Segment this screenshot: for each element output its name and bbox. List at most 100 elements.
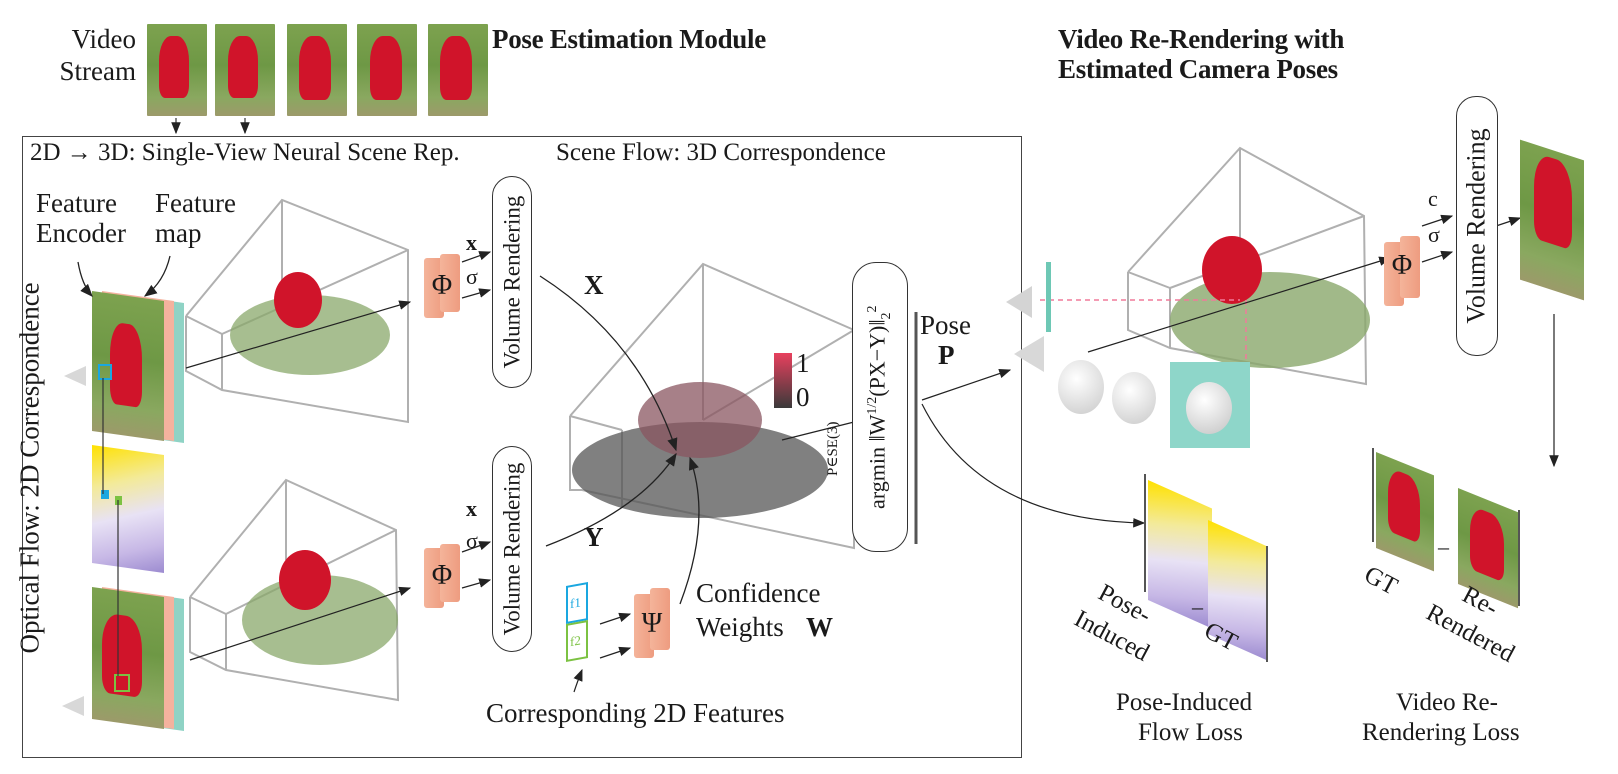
- camera-icon-2: [1014, 336, 1044, 372]
- frustum-rerender: [1127, 146, 1368, 386]
- feature-map-label-2: map: [155, 218, 202, 248]
- confidence-colorbar: [774, 353, 792, 408]
- mlp-psi: Ψ: [634, 588, 678, 660]
- colorbar-max: 1: [796, 348, 810, 378]
- output-sigma-right: σ: [1428, 222, 1440, 247]
- video-frame-5: [428, 24, 488, 116]
- scene-grass-bottom: [242, 575, 398, 665]
- feature-encoder-label-1: Feature: [36, 188, 117, 218]
- video-frame-2: [215, 24, 275, 116]
- psi-symbol: Ψ: [641, 608, 663, 639]
- point-Y-label: Y: [584, 522, 604, 552]
- scene-hydrant-bottom: [279, 550, 331, 610]
- rerender-title-2: Estimated Camera Poses: [1058, 54, 1338, 84]
- phi-symbol-right: Φ: [1391, 250, 1413, 281]
- arrow-sigma-bottom: [461, 578, 492, 589]
- image-plane-teal: [1046, 262, 1051, 332]
- video-frame-1: [147, 24, 207, 116]
- flow-loss-label-2: Flow Loss: [1138, 719, 1243, 746]
- render-stack-edge-2: [1518, 510, 1520, 606]
- flow-loss-label-1: Pose-Induced: [1116, 689, 1253, 716]
- flow-minus: –: [1192, 594, 1203, 619]
- camera-icon-4: [1112, 372, 1156, 424]
- feature-f1: f1: [566, 582, 588, 624]
- colorbar-min: 0: [796, 382, 810, 412]
- scene-grass-top: [230, 295, 390, 375]
- arrow-feature-encoder: [77, 261, 93, 297]
- patch-green-bottom: [114, 674, 130, 692]
- video-stream-label-2: Stream: [59, 56, 136, 86]
- flow-point-blue: [101, 490, 109, 499]
- arrow-feature-map: [143, 255, 171, 297]
- output-sigma-bottom: σ: [466, 528, 478, 553]
- video-stream-label-1: Video: [71, 24, 136, 54]
- render-stack-edge-1: [1372, 448, 1374, 542]
- ray-top: [185, 300, 412, 369]
- camera-teal-panel: [1170, 362, 1250, 448]
- camera-icon-5: [1186, 382, 1232, 434]
- render-loss-label-2: Rendering Loss: [1362, 719, 1520, 746]
- video-frame-3: [287, 24, 347, 116]
- ray-rerender: [1087, 256, 1392, 353]
- arrow-c: [1421, 214, 1454, 227]
- output-x-bottom: x: [466, 496, 477, 521]
- scene-flow-field: [572, 422, 828, 518]
- camera-icon-top: [64, 366, 86, 386]
- arrow-x-top: [461, 251, 492, 263]
- section-scene-flow-label: Scene Flow: 3D Correspondence: [556, 139, 886, 166]
- output-c: c: [1428, 186, 1438, 211]
- point-X-label: X: [584, 270, 604, 300]
- camera-icon-3: [1058, 360, 1104, 414]
- confidence-symbol-W: W: [806, 612, 833, 642]
- arrow-to-rendered: [1495, 216, 1522, 227]
- pose-objective-formula: argmin ‖W1/2(PX−Y)‖22: [864, 305, 895, 509]
- section-2d-to-3d-label: 2D → 3D: Single-View Neural Scene Rep.: [30, 139, 460, 166]
- scene-hydrant-top: [274, 272, 322, 328]
- pose-estimation-box: [22, 136, 1022, 758]
- pose-estimation-module-title: Pose Estimation Module: [492, 24, 766, 54]
- feature-map-label-1: Feature: [155, 188, 236, 218]
- arrow-f1-psi: [599, 612, 632, 625]
- confidence-label-1: Confidence: [696, 578, 821, 608]
- curve-W: [679, 456, 700, 605]
- arrow-sigma-right: [1421, 250, 1454, 263]
- pose-objective-box: argmin ‖W1/2(PX−Y)‖22: [852, 262, 908, 552]
- patch-blue-top: [98, 364, 112, 380]
- video-frame-4: [357, 24, 417, 116]
- volume-rendering-bottom: Volume Rendering: [492, 446, 532, 652]
- mlp-phi-bottom: Φ: [424, 544, 468, 610]
- render-minus: –: [1438, 534, 1449, 559]
- phi-symbol-top: Φ: [431, 270, 453, 301]
- rendered-image: [1520, 139, 1584, 301]
- pose-label-2: P: [938, 340, 955, 370]
- mlp-phi-top: Φ: [424, 254, 468, 320]
- volume-rendering-top: Volume Rendering: [492, 176, 532, 388]
- scene-grass-rerender: [1170, 272, 1370, 368]
- flow-stack-edge-2: [1266, 546, 1268, 662]
- camera-icon-bottom: [62, 696, 84, 716]
- volume-rendering-right: Volume Rendering: [1456, 96, 1498, 356]
- arrow-sigma-top: [461, 288, 492, 299]
- confidence-label-2: Weights: [696, 612, 784, 642]
- mlp-phi-right: Φ: [1384, 236, 1428, 308]
- output-sigma-top: σ: [466, 264, 478, 289]
- curve-X: [539, 275, 678, 452]
- ray-bottom: [189, 586, 412, 661]
- pose-label-1: Pose: [920, 310, 972, 340]
- arrow-pose-to-flow: [921, 403, 1146, 528]
- render-loss-label-1: Video Re-: [1396, 689, 1498, 716]
- arrow-f2-psi: [599, 646, 632, 659]
- curve-Y: [545, 452, 677, 547]
- output-x-top: x: [466, 230, 477, 255]
- camera-icon-1: [1006, 286, 1032, 318]
- flow-stack-edge-1: [1144, 474, 1146, 592]
- phi-symbol-bottom: Φ: [431, 560, 453, 591]
- feature-f2: f2: [566, 620, 588, 662]
- arrow-corresponding-features: [573, 668, 583, 693]
- rerender-title-1: Video Re-Rendering with: [1058, 24, 1345, 54]
- scene-hydrant-rerender: [1202, 236, 1262, 304]
- scene-flow-upper: [638, 382, 762, 458]
- pose-objective-subscript: P∈SE(3): [825, 421, 841, 476]
- arrow-pose-to-camera: [921, 368, 1012, 401]
